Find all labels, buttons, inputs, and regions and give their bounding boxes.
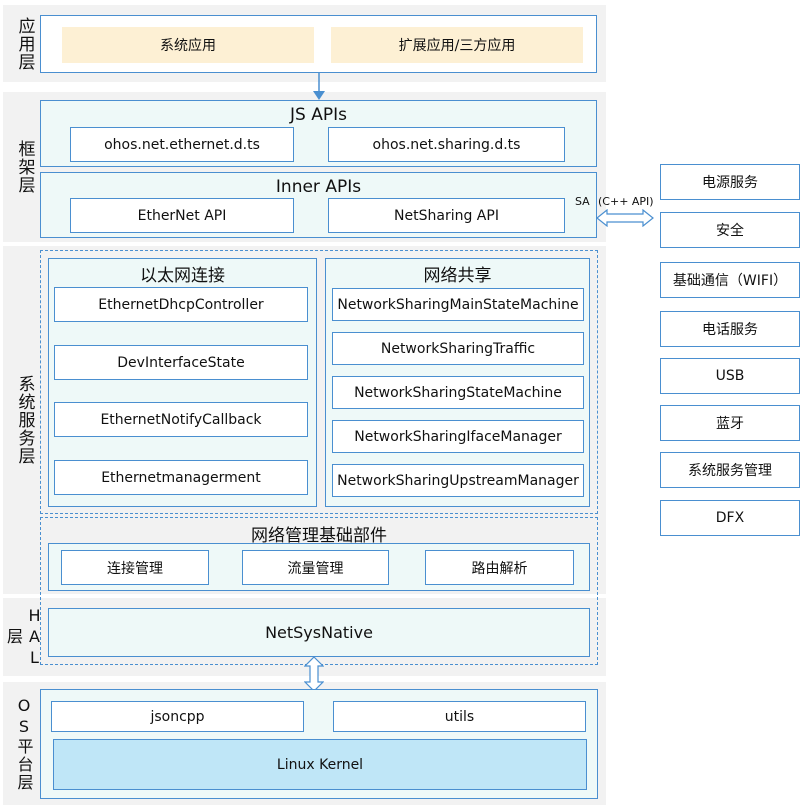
service-layer-label: 系统服务层: [12, 246, 36, 594]
sharing-item-statemachine: NetworkSharingStateMachine: [332, 376, 584, 409]
sharing-dts-box: ohos.net.sharing.d.ts: [328, 127, 565, 162]
side-bluetooth: 蓝牙: [660, 405, 800, 441]
side-wifi: 基础通信（WIFI）: [660, 262, 800, 298]
netbase-item-traffic: 流量管理: [242, 550, 389, 585]
js-apis-title: JS APIs: [290, 105, 347, 125]
hal-layer-label: HAL层: [4, 598, 44, 676]
ethernet-dts-box: ohos.net.ethernet.d.ts: [70, 127, 294, 162]
ethernet-item-dhcp: EthernetDhcpController: [54, 287, 308, 322]
side-telephony: 电话服务: [660, 311, 800, 347]
layer-label-text: 框架层: [14, 140, 35, 194]
third-party-app-box: 扩展应用/三方应用: [331, 27, 583, 63]
sharing-item-iface: NetworkSharingIfaceManager: [332, 420, 584, 453]
sharing-item-traffic: NetworkSharingTraffic: [332, 332, 584, 365]
utils-box: utils: [333, 701, 586, 732]
service-dashed-frame: [40, 250, 598, 514]
side-security: 安全: [660, 212, 800, 248]
side-usb: USB: [660, 358, 800, 394]
netbase-item-route: 路由解析: [425, 550, 574, 585]
linux-kernel-box: Linux Kernel: [53, 739, 587, 790]
netsysnative-box: NetSysNative: [48, 608, 590, 657]
ethernet-item-devinterface: DevInterfaceState: [54, 345, 308, 380]
side-dfx: DFX: [660, 500, 800, 536]
side-samgr: 系统服务管理: [660, 452, 800, 488]
sa-label: SA: [575, 195, 590, 208]
sharing-item-upstream: NetworkSharingUpstreamManager: [332, 464, 584, 497]
layer-label-text: 系统服务层: [14, 375, 35, 465]
jsoncpp-box: jsoncpp: [51, 701, 304, 732]
side-power-service: 电源服务: [660, 164, 800, 200]
system-app-box: 系统应用: [62, 27, 314, 63]
double-arrow-horizontal-icon: [596, 209, 654, 227]
os-layer-label: OS平台层: [12, 682, 36, 805]
double-arrow-vertical-icon: [304, 656, 324, 692]
ethernet-item-notify: EthernetNotifyCallback: [54, 402, 308, 437]
ethernet-api-box: EtherNet API: [70, 198, 294, 233]
layer-label-text: 应用层: [14, 17, 35, 71]
netbase-item-connection: 连接管理: [61, 550, 209, 585]
framework-layer-label: 框架层: [12, 92, 36, 242]
inner-apis-title: Inner APIs: [275, 177, 362, 197]
arrow-down-icon: [313, 72, 325, 100]
layer-label-text: HAL层: [4, 605, 44, 669]
cpp-api-label: (C++ API): [598, 195, 654, 208]
netsharing-api-box: NetSharing API: [328, 198, 565, 233]
layer-label-text: OS平台层: [14, 695, 34, 792]
sharing-title: 网络共享: [423, 265, 492, 286]
netbase-title: 网络管理基础部件: [251, 525, 387, 546]
app-layer-label: 应用层: [12, 8, 36, 80]
ethernet-item-manager: Ethernetmanagerment: [54, 460, 308, 495]
ethernet-title: 以太网连接: [140, 265, 225, 286]
sharing-item-mainstate: NetworkSharingMainStateMachine: [332, 288, 584, 321]
